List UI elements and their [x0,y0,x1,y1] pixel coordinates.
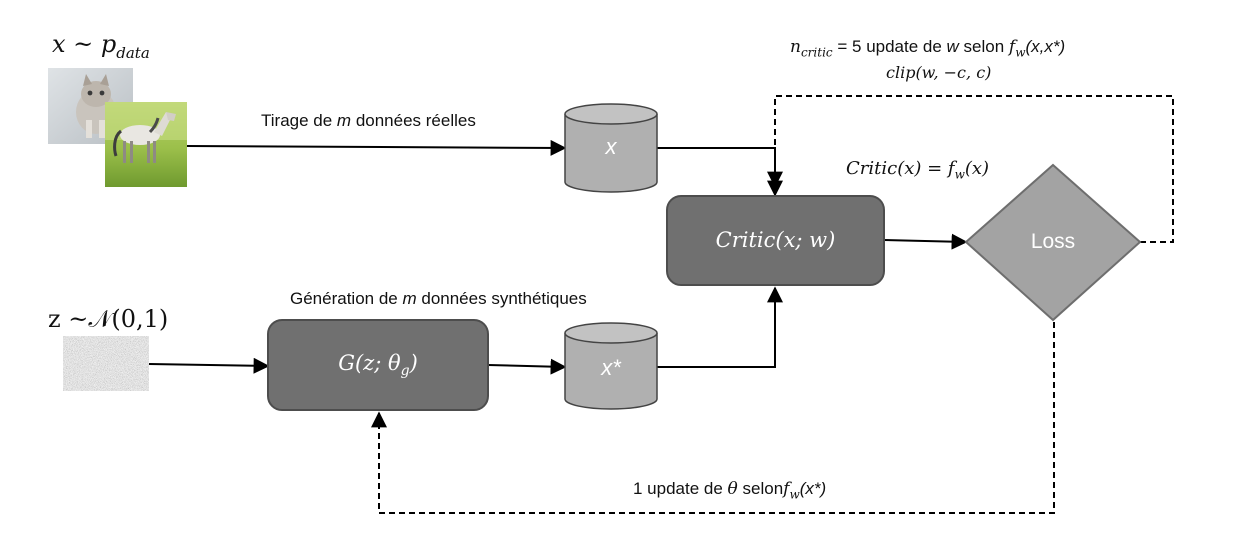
real-data-label: x [605,134,617,159]
horse-image [105,102,187,187]
loss-label: Loss [1030,230,1076,253]
generator-label: G(z; θg) [338,351,418,380]
fake-data-cylinder [564,322,658,410]
critic-update-label: ncritic = 5 update de w selon fw(x,x*) [790,37,1066,60]
real-sampling-label: Tirage de m données réelles [261,111,476,130]
clip-label: clip(w, −c, c) [886,63,992,82]
arrow-critic-to-loss [883,233,968,250]
fake-data-label: x* [601,355,621,380]
arrow-noise-to-generator [148,357,270,374]
real-data-formula: x ~ pdata [52,30,150,62]
generator-box [267,319,489,411]
arrow-real-store-to-critic [657,147,783,197]
noise-formula: z ~𝒩(0,1) [48,305,169,333]
loss-diamond [964,163,1142,322]
arrow-loss-to-generator-update [371,322,1055,514]
critic-box [666,195,885,286]
critic-label: Critic(x; w) [715,228,836,252]
noise-image [63,336,149,391]
real-data-cylinder [564,103,658,193]
arrow-fake-store-to-critic [657,286,783,368]
generation-label: Génération de m données synthétiques [290,289,587,308]
arrow-generator-to-store [487,358,567,375]
arrow-real-to-store [186,139,567,156]
generator-update-label: 1 update de θ selonfw(x*) [633,479,827,502]
critic-definition: Critic(x) = fw(x) [846,158,990,182]
arrow-loss-to-critic-update [767,95,1174,243]
